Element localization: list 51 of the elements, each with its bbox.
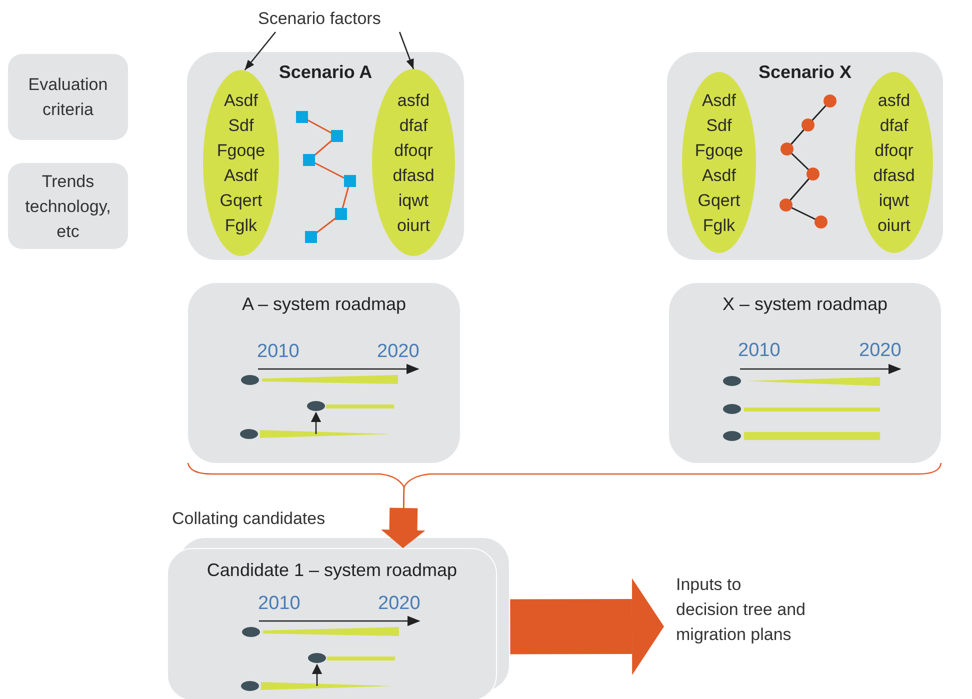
- factor-text: Gqert: [698, 190, 740, 212]
- scenario-panel: [667, 52, 943, 260]
- factor-text: iqwt: [878, 190, 910, 212]
- arrow: [399, 32, 414, 70]
- year-label: 2010: [738, 340, 780, 362]
- box-title: Scenario X: [757, 61, 853, 84]
- year-label: 2010: [257, 341, 300, 363]
- factor-text: dfoqr: [874, 140, 914, 162]
- year-label: 2020: [859, 340, 902, 362]
- factor-text: dfaf: [880, 114, 908, 136]
- block-arrow: [510, 578, 664, 676]
- factor-text: dfasd: [873, 164, 915, 186]
- factor-text: oiurt: [396, 214, 430, 236]
- factor-text: dfoqr: [394, 140, 433, 162]
- box-title: Scenario A: [278, 61, 374, 84]
- factor-text: Fgoqe: [216, 140, 266, 162]
- annotation-text: Inputs to decision tree and migration plans: [664, 572, 806, 672]
- annotation-text: Scenario factors: [258, 6, 404, 32]
- year-label: 2010: [258, 593, 300, 615]
- brace-arrow: [381, 462, 942, 548]
- factor-text: Fglk: [702, 214, 736, 236]
- roadmap-panel: [188, 283, 460, 463]
- year-label: 2020: [378, 593, 420, 615]
- box-title: X – system roadmap: [721, 293, 889, 316]
- arrow: [244, 32, 276, 70]
- scenario-panel: [187, 52, 464, 260]
- caption-text: Collating candidates: [172, 508, 326, 530]
- factor-text: Fgoqe: [694, 140, 744, 162]
- box-title: A – system roadmap: [240, 293, 408, 316]
- roadmap-panel: [669, 283, 941, 463]
- factor-text: Asdf: [702, 90, 736, 112]
- factor-text: Gqert: [220, 190, 262, 212]
- factor-text: oiurt: [877, 214, 911, 236]
- factor-text: Sdf: [228, 115, 254, 137]
- factor-text: Asdf: [224, 165, 258, 187]
- factor-text: dfasd: [392, 164, 434, 186]
- box-text: Trends technology, etc: [24, 170, 112, 242]
- factor-text: asfd: [397, 90, 430, 112]
- factor-text: asfd: [878, 90, 910, 112]
- factor-text: Sdf: [706, 114, 732, 136]
- factor-text: Asdf: [702, 164, 736, 186]
- factor-text: dfaf: [399, 114, 428, 136]
- box-text: Evaluation criteria: [27, 74, 109, 121]
- factor-text: Asdf: [224, 90, 258, 112]
- box-title: Candidate 1 – system roadmap: [206, 559, 458, 582]
- roadmap-panel: [167, 548, 497, 699]
- year-label: 2020: [377, 341, 420, 363]
- factor-text: Fglk: [224, 215, 258, 237]
- factor-text: iqwt: [398, 190, 429, 212]
- rounded-box: [8, 163, 128, 249]
- rounded-box: [8, 54, 128, 140]
